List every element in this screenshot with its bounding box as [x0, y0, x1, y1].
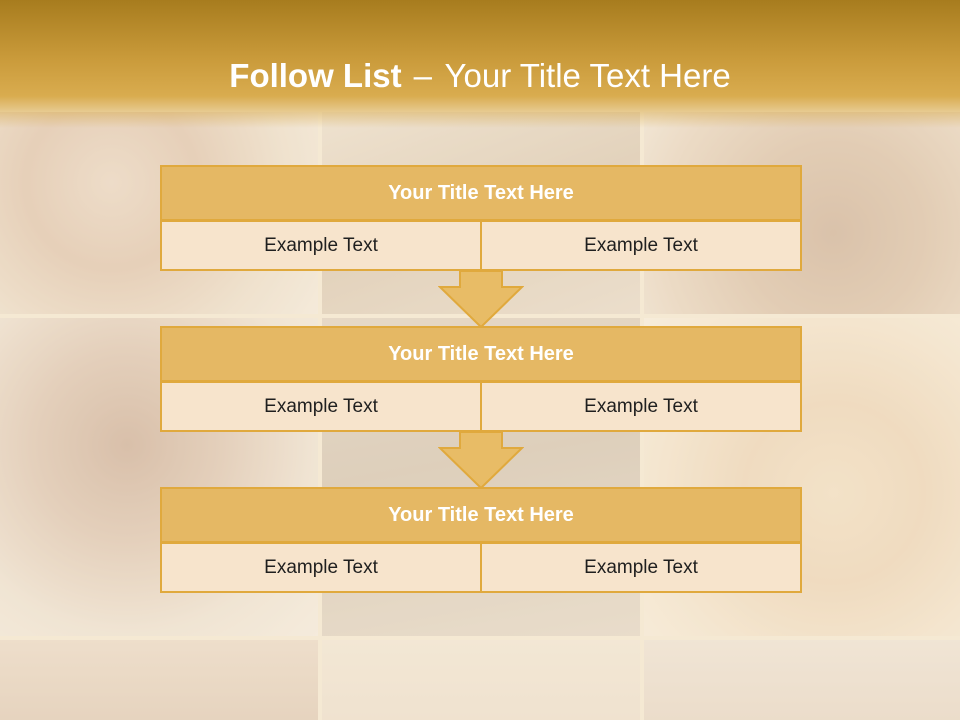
block-title[interactable]: Your Title Text Here	[160, 487, 802, 543]
flow-block-3[interactable]: Your Title Text Here Example Text Exampl…	[160, 487, 802, 593]
block-cell-left[interactable]: Example Text	[160, 382, 481, 432]
block-cell-left[interactable]: Example Text	[160, 543, 481, 593]
block-row: Example Text Example Text	[160, 543, 802, 593]
block-cell-right[interactable]: Example Text	[481, 221, 802, 271]
block-cell-right[interactable]: Example Text	[481, 382, 802, 432]
flow-block-1[interactable]: Your Title Text Here Example Text Exampl…	[160, 165, 802, 271]
photo-tile	[322, 640, 640, 720]
block-cell-right[interactable]: Example Text	[481, 543, 802, 593]
photo-tile	[0, 640, 318, 720]
slide-title-rest: Your Title Text Here	[444, 57, 731, 94]
block-row: Example Text Example Text	[160, 382, 802, 432]
down-arrow-icon	[438, 271, 524, 327]
slide-title-bold: Follow List	[229, 57, 402, 94]
photo-tile	[644, 640, 960, 720]
block-title[interactable]: Your Title Text Here	[160, 326, 802, 382]
slide-title[interactable]: Follow List– Your Title Text Here	[0, 56, 960, 96]
block-row: Example Text Example Text	[160, 221, 802, 271]
flow-block-2[interactable]: Your Title Text Here Example Text Exampl…	[160, 326, 802, 432]
block-cell-left[interactable]: Example Text	[160, 221, 481, 271]
title-banner	[0, 0, 960, 128]
block-title[interactable]: Your Title Text Here	[160, 165, 802, 221]
slide-title-separator: –	[413, 57, 432, 94]
down-arrow-icon	[438, 432, 524, 488]
